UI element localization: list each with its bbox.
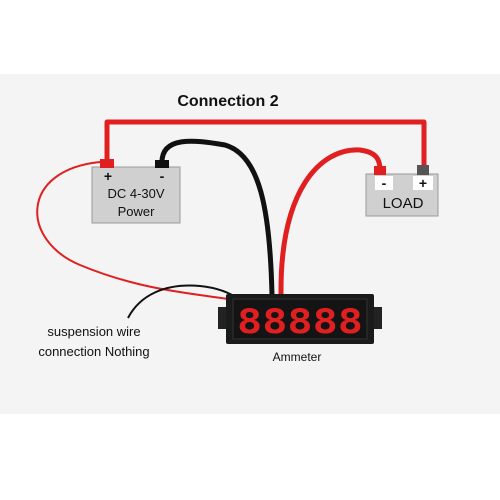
ammeter: 88888 Ammeter bbox=[218, 294, 382, 364]
power-voltage-label: DC 4-30V bbox=[107, 186, 164, 201]
ammeter-right-clip bbox=[372, 307, 382, 329]
note-line-2: connection Nothing bbox=[38, 344, 149, 359]
power-plus-label: + bbox=[104, 168, 112, 184]
load: - + LOAD bbox=[365, 165, 439, 217]
load-minus-label: - bbox=[382, 175, 387, 191]
power-plus-terminal bbox=[100, 159, 114, 168]
diagram-title: Connection 2 bbox=[177, 93, 278, 110]
note-line-1: suspension wire bbox=[47, 324, 140, 339]
power-minus-terminal bbox=[155, 160, 169, 168]
load-plus-box bbox=[413, 176, 433, 190]
ammeter-display bbox=[232, 298, 368, 340]
ammeter-label: Ammeter bbox=[273, 350, 322, 364]
ammeter-left-clip bbox=[218, 307, 228, 329]
top-red-wire bbox=[104, 119, 427, 168]
power-supply-box bbox=[91, 166, 181, 224]
load-minus-box bbox=[375, 176, 393, 190]
load-minus-terminal bbox=[374, 166, 386, 175]
diagram-background bbox=[0, 74, 500, 414]
load-label: LOAD bbox=[383, 195, 424, 212]
power-name-label: Power bbox=[118, 204, 156, 219]
power-minus-label: - bbox=[160, 168, 165, 184]
thin-red-wire bbox=[36, 161, 236, 301]
load-plus-label: + bbox=[419, 175, 427, 191]
red-wire-to-load bbox=[278, 147, 383, 296]
ammeter-readout: 88888 bbox=[237, 302, 363, 342]
black-wire bbox=[159, 138, 275, 296]
power-supply: + - DC 4-30V Power bbox=[91, 159, 181, 224]
load-plus-terminal bbox=[417, 165, 429, 175]
